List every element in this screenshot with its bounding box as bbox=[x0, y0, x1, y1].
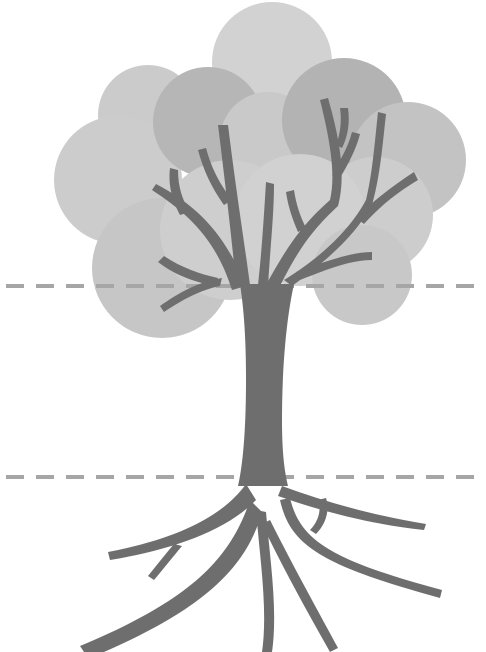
foliage-circle bbox=[312, 225, 412, 325]
root bbox=[80, 500, 262, 652]
trunk bbox=[238, 284, 294, 486]
